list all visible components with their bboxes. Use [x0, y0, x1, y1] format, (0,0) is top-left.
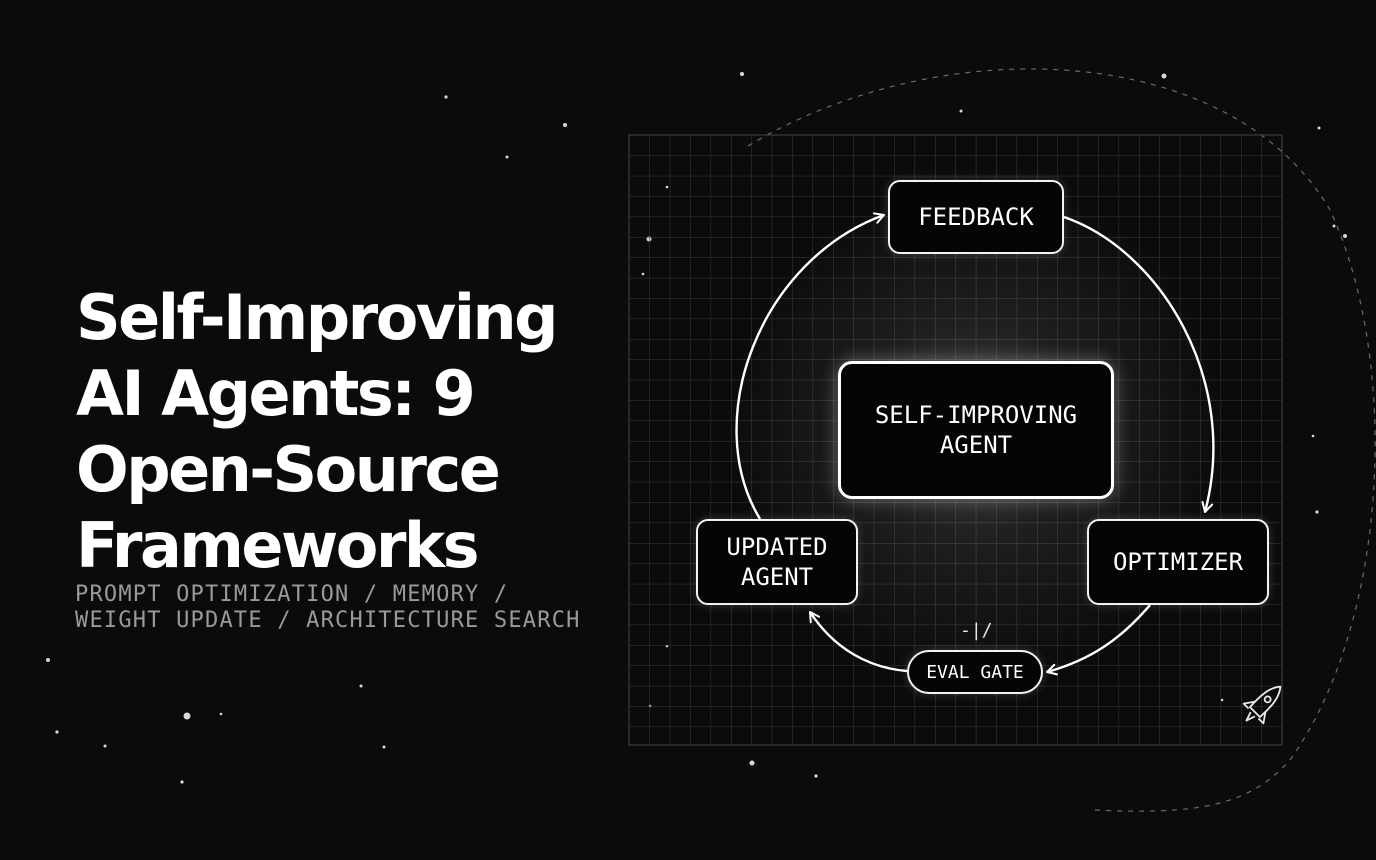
arrow-feedback-to-optimizer: [1063, 215, 1215, 513]
updated-agent-line-1: UPDATED: [726, 533, 828, 561]
subtitle-line-1: PROMPT OPTIMIZATION / MEMORY /: [75, 582, 509, 607]
center-agent-label: SELF-IMPROVING AGENT: [875, 400, 1077, 460]
gate-symbol: -|/: [960, 620, 993, 641]
title-line-2: AI Agents: 9: [76, 357, 476, 430]
updated-agent-node: UPDATED AGENT: [696, 519, 858, 605]
title-line-4: Frameworks: [76, 509, 480, 582]
optimizer-label: OPTIMIZER: [1112, 548, 1244, 576]
eval-gate-label: EVAL GATE: [926, 661, 1024, 683]
orbit-dashed-arc: [747, 68, 1376, 812]
feedback-label: FEEDBACK: [918, 203, 1034, 231]
subtitle: PROMPT OPTIMIZATION / MEMORY / WEIGHT UP…: [75, 582, 581, 634]
title-line-3: Open-Source: [76, 433, 501, 506]
title-line-1: Self-Improving: [76, 281, 558, 354]
arrow-eval-to-updated: [808, 611, 908, 673]
arrow-optimizer-to-eval: [1046, 604, 1151, 676]
subtitle-line-2: WEIGHT UPDATE / ARCHITECTURE SEARCH: [75, 608, 581, 633]
arrow-updated-to-feedback: [735, 212, 885, 520]
rocket-icon: [1242, 685, 1282, 725]
eval-gate-node: EVAL GATE: [907, 650, 1043, 694]
center-agent-node: SELF-IMPROVING AGENT: [838, 361, 1114, 499]
feedback-node: FEEDBACK: [888, 180, 1064, 254]
updated-agent-label: UPDATED AGENT: [726, 532, 827, 592]
center-agent-line-1: SELF-IMPROVING: [874, 401, 1078, 429]
center-agent-line-2: AGENT: [939, 431, 1013, 459]
optimizer-node: OPTIMIZER: [1087, 519, 1269, 605]
updated-agent-line-2: AGENT: [740, 563, 814, 591]
page-title: Self-Improving AI Agents: 9 Open-Source …: [76, 280, 616, 584]
